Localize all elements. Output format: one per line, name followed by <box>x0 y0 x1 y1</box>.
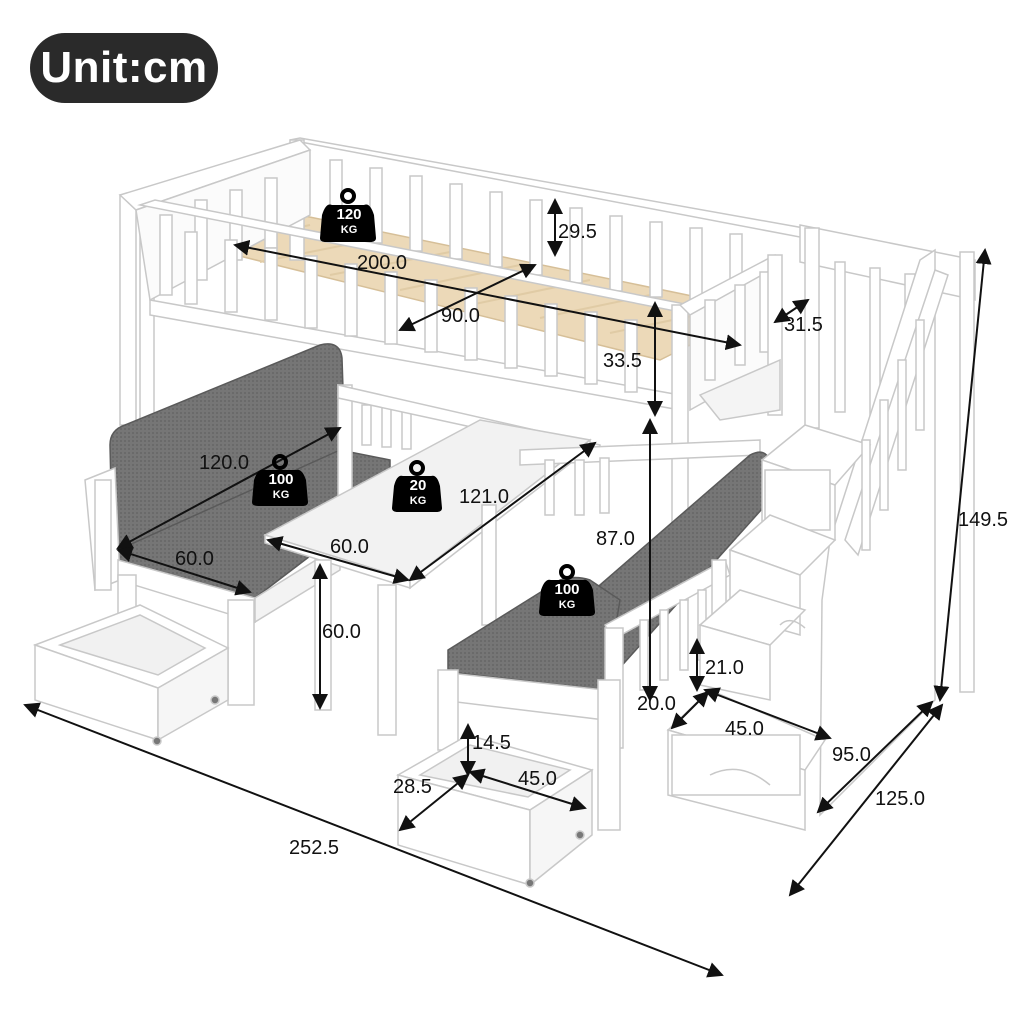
dim-guardrail-height: 29.5 <box>558 221 597 243</box>
dim-table-width: 60.0 <box>330 536 369 558</box>
dim-table-length: 121.0 <box>459 486 510 508</box>
dim-bed-frame-height: 33.5 <box>603 350 642 372</box>
weight-unit: KG <box>558 599 576 611</box>
weight-unit: KG <box>340 224 358 236</box>
weight-unit: KG <box>409 495 427 507</box>
weight-label-right-sofa: 100 KG <box>540 579 594 617</box>
weight-value: 100 <box>554 581 580 598</box>
weight-value: 20 <box>409 477 427 494</box>
dim-sofa2-length: 87.0 <box>596 528 635 550</box>
right-sofa <box>437 439 771 751</box>
weight-bag-icons <box>252 188 595 616</box>
weight-icon-right-sofa <box>539 564 595 616</box>
dim-sofa-length: 120.0 <box>199 452 250 474</box>
dim-stair-step-height: 21.0 <box>705 657 744 679</box>
dim-stair-step-width: 45.0 <box>725 718 764 740</box>
weight-value: 100 <box>268 471 294 488</box>
right-sofa-seat-cushion <box>447 576 621 691</box>
dim-drawer-height: 14.5 <box>472 732 511 754</box>
dim-bed-length: 200.0 <box>357 252 408 274</box>
left-drawer <box>32 604 230 746</box>
dim-table-height: 60.0 <box>322 621 361 643</box>
weight-icon-table <box>392 460 442 512</box>
dim-total-height: 149.5 <box>958 509 1009 531</box>
dimension-lines <box>23 198 992 978</box>
dim-stair-side-rail: 31.5 <box>784 314 823 336</box>
weight-icon-left-sofa <box>252 454 308 506</box>
weight-icon-bed <box>320 188 376 242</box>
stair-unit <box>666 248 949 831</box>
weight-label-bed: 120 KG <box>322 204 376 242</box>
dim-bed-width: 90.0 <box>441 305 480 327</box>
dim-total-width: 125.0 <box>875 788 926 810</box>
weight-unit: KG <box>272 489 290 501</box>
weight-value: 120 <box>336 206 362 223</box>
dim-total-length: 252.5 <box>289 837 340 859</box>
dim-sofa-depth: 60.0 <box>175 548 214 570</box>
weight-label-left-sofa: 100 KG <box>254 469 308 507</box>
unit-badge: Unit:cm <box>30 33 218 103</box>
dim-drawer-width: 45.0 <box>518 768 557 790</box>
dim-under-bed-clearance: 20.0 <box>637 693 676 715</box>
weight-label-table: 20 KG <box>394 475 442 513</box>
dim-drawer-depth: 28.5 <box>393 776 432 798</box>
dim-stair-depth: 95.0 <box>832 744 871 766</box>
